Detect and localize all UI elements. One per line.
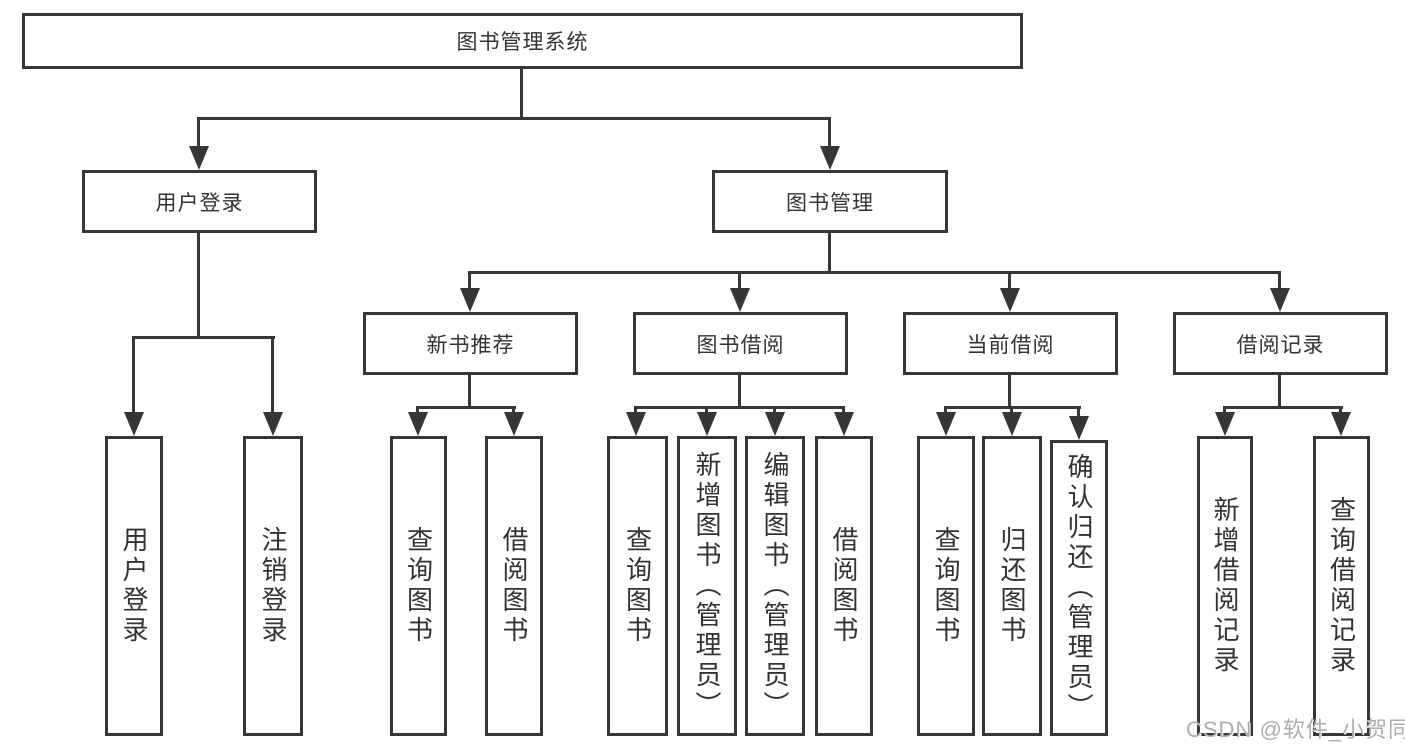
node-label: 图书借阅 xyxy=(696,333,785,357)
watermark: CSDN @软件_小贺同学 xyxy=(1186,717,1405,742)
connector-drop xyxy=(512,407,515,415)
node-label: 当前借阅 xyxy=(966,333,1055,357)
arrow-down-icon xyxy=(124,412,144,436)
connector-drop xyxy=(416,407,419,415)
connector-drop xyxy=(271,338,274,415)
node-label: 查询借阅记录 xyxy=(1326,496,1357,676)
node-book-management: 图书管理 xyxy=(712,170,948,233)
node-label: 图书管理 xyxy=(786,191,874,215)
arrow-down-icon xyxy=(263,412,283,436)
connector-management-trunk xyxy=(828,233,831,274)
node-label: 借阅图书 xyxy=(499,526,529,646)
connector-root-hline xyxy=(197,117,831,120)
arrow-down-icon xyxy=(1069,416,1089,440)
connector-drop xyxy=(1278,272,1281,291)
node-library-system: 图书管理系统 xyxy=(22,13,1023,69)
node-label: 用户登录 xyxy=(155,191,244,215)
node-label: 用户登录 xyxy=(119,526,149,646)
node-label: 编辑图书（管理员） xyxy=(760,451,790,721)
node-label: 借阅图书 xyxy=(829,526,859,646)
connector-management-hline xyxy=(468,271,1281,274)
node-query-books: 查询图书 xyxy=(390,436,447,736)
connector-login-trunk xyxy=(197,233,200,339)
arrow-down-icon xyxy=(765,412,785,436)
arrow-down-icon xyxy=(408,412,428,436)
node-add-book-admin: 新增图书（管理员） xyxy=(677,436,737,736)
node-label: 借阅记录 xyxy=(1236,333,1325,357)
connector-drop xyxy=(1077,407,1080,419)
arrow-down-icon xyxy=(1000,288,1020,312)
node-label: 查询图书 xyxy=(931,526,961,646)
connector-drop xyxy=(1339,407,1342,415)
arrow-down-icon xyxy=(820,146,840,170)
node-borrowing-records: 借阅记录 xyxy=(1173,312,1388,375)
node-confirm-return-admin: 确认归还（管理员） xyxy=(1050,440,1108,736)
connector-group0-trunk xyxy=(468,375,471,409)
connector-drop xyxy=(634,407,637,415)
arrow-down-icon xyxy=(936,412,956,436)
connector-group1-trunk xyxy=(738,375,741,409)
node-query-books: 查询图书 xyxy=(607,436,668,736)
node-logout: 注销登录 xyxy=(243,436,303,736)
arrow-down-icon xyxy=(834,412,854,436)
arrow-down-icon xyxy=(1215,412,1235,436)
arrow-down-icon xyxy=(697,412,717,436)
connector-drop xyxy=(1008,272,1011,291)
node-user-login-branch: 用户登录 xyxy=(82,170,317,233)
node-query-books: 查询图书 xyxy=(917,436,975,736)
node-return-book: 归还图书 xyxy=(982,436,1042,736)
connector-drop xyxy=(705,407,708,415)
arrow-down-icon xyxy=(730,288,750,312)
node-borrow-books: 借阅图书 xyxy=(815,436,873,736)
node-query-borrow-record: 查询借阅记录 xyxy=(1313,436,1370,736)
connector-drop xyxy=(842,407,845,415)
connector-login-hline xyxy=(132,336,275,339)
arrow-down-icon xyxy=(460,288,480,312)
connector-drop xyxy=(132,338,135,415)
connector-group3-hline xyxy=(1223,406,1343,409)
node-label: 新增图书（管理员） xyxy=(692,451,722,721)
node-book-borrowing: 图书借阅 xyxy=(633,312,848,375)
node-label: 归还图书 xyxy=(997,526,1027,646)
connector-group2-trunk xyxy=(1008,375,1011,409)
connector-drop-management xyxy=(828,118,831,149)
node-edit-book-admin: 编辑图书（管理员） xyxy=(745,436,805,736)
node-label: 查询图书 xyxy=(622,526,653,646)
node-label: 新增借阅记录 xyxy=(1210,496,1240,676)
connector-drop xyxy=(738,272,741,291)
arrow-down-icon xyxy=(1331,412,1351,436)
node-label: 图书管理系统 xyxy=(456,31,589,54)
node-label: 查询图书 xyxy=(403,526,434,646)
connector-root-trunk xyxy=(520,69,523,119)
connector-drop xyxy=(1223,407,1226,415)
node-label: 注销登录 xyxy=(258,526,288,646)
arrow-down-icon xyxy=(189,146,209,170)
connector-group1-hline xyxy=(634,406,845,409)
arrow-down-icon xyxy=(1002,412,1022,436)
node-label: 新书推荐 xyxy=(426,333,515,357)
node-borrow-books: 借阅图书 xyxy=(485,436,543,736)
connector-drop-login xyxy=(197,118,200,149)
arrow-down-icon xyxy=(504,412,524,436)
node-label: 确认归还（管理员） xyxy=(1064,453,1094,723)
connector-drop xyxy=(944,407,947,415)
arrow-down-icon xyxy=(1270,288,1290,312)
node-current-borrowing: 当前借阅 xyxy=(903,312,1118,375)
connector-drop xyxy=(773,407,776,415)
node-new-book-recommend: 新书推荐 xyxy=(363,312,578,375)
connector-group0-hline xyxy=(416,406,516,409)
connector-group3-trunk xyxy=(1278,375,1281,409)
node-user-login: 用户登录 xyxy=(105,436,163,736)
node-add-borrow-record: 新增借阅记录 xyxy=(1197,436,1253,736)
connector-drop xyxy=(468,272,471,291)
arrow-down-icon xyxy=(626,412,646,436)
connector-drop xyxy=(1010,407,1013,415)
